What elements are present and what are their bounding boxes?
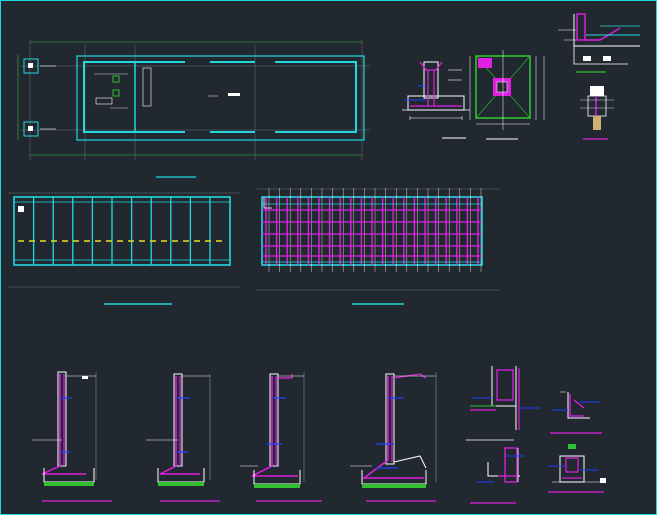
pile-cap-detail bbox=[580, 86, 614, 140]
wall-section-3 bbox=[240, 372, 322, 502]
footing-section-detail bbox=[402, 61, 470, 139]
wall-corner-detail bbox=[558, 13, 640, 73]
foundation-beam-plan bbox=[8, 192, 240, 305]
parapet-detail-top bbox=[470, 366, 540, 430]
floor-plan bbox=[17, 40, 370, 178]
wall-section-2 bbox=[146, 373, 220, 502]
wall-section-4 bbox=[350, 372, 437, 502]
rebar-layout-plan bbox=[256, 188, 500, 305]
parapet-detail-bottom bbox=[466, 439, 524, 504]
beam-column-detail bbox=[548, 444, 606, 493]
corner-joint-detail bbox=[550, 391, 602, 434]
footing-plan-detail bbox=[469, 50, 545, 140]
wall-section-1 bbox=[32, 371, 112, 502]
